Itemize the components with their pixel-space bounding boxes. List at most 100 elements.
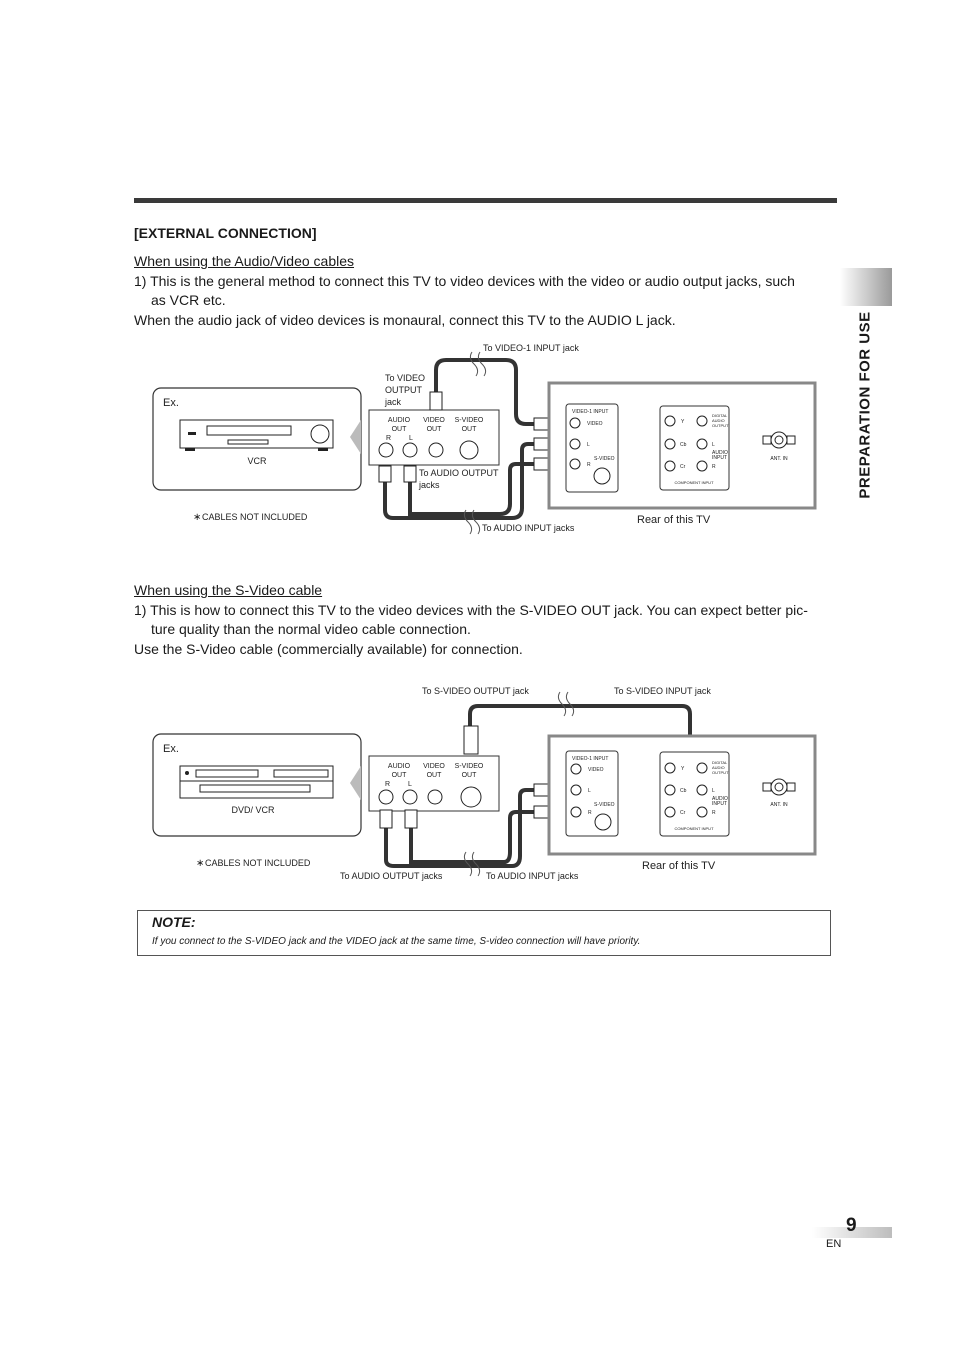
cable-break [463, 851, 481, 877]
note-text: If you connect to the S-VIDEO jack and t… [152, 936, 641, 947]
component-block [659, 405, 730, 491]
sv-diagram: Ex. DVD/ VCR AUDIO OUT VIDEO OUT S-VIDEO… [152, 686, 817, 881]
svg-text:Cr: Cr [680, 810, 686, 816]
svg-text:L: L [712, 788, 715, 794]
video-in-jack [569, 417, 581, 429]
video-out-label: VIDEO [423, 417, 445, 424]
svideo-out-label-2: OUT [462, 426, 478, 433]
svg-text:INPUT: INPUT [712, 801, 727, 807]
svg-text:VIDEO: VIDEO [423, 763, 445, 770]
page-number: 9 [846, 1215, 857, 1236]
to-video-output-label-1: To VIDEO [385, 373, 425, 383]
svg-text:AUDIO: AUDIO [712, 418, 725, 423]
dvdvcr-label: DVD/ VCR [231, 805, 275, 815]
ex-label: Ex. [163, 397, 179, 409]
av-subheading: When using the Audio/Video cables [134, 253, 355, 269]
antenna-connector [762, 778, 796, 796]
audio-r-in-jack [569, 458, 581, 470]
svideo-in-label: S-VIDEO [594, 456, 615, 462]
svg-text:DIGITAL: DIGITAL [712, 413, 728, 418]
svg-text:OUTPUT: OUTPUT [712, 770, 729, 775]
top-rule [134, 198, 837, 203]
to-video-output-label-2: OUTPUT [385, 385, 423, 395]
audio-l-in-label: L [587, 442, 590, 448]
svg-text:R: R [588, 810, 592, 816]
cable-break [557, 691, 575, 717]
sv-use-note: Use the S-Video cable (commercially avai… [134, 641, 523, 657]
sv-subheading: When using the S-Video cable [134, 582, 323, 598]
svg-text:ANT. IN: ANT. IN [770, 802, 788, 808]
svg-text:AUDIO: AUDIO [388, 763, 411, 770]
audio-r-jack [378, 442, 394, 458]
svg-text:AUDIO: AUDIO [712, 450, 728, 456]
to-audio-output-label: To AUDIO OUTPUT jacks [340, 871, 443, 881]
av-mono-note: When the audio jack of video devices is … [134, 312, 676, 328]
to-audio-output-label-1: To AUDIO OUTPUT [419, 468, 499, 478]
svideo-in-jack [593, 467, 611, 485]
to-video1-label: To VIDEO-1 INPUT jack [483, 343, 579, 353]
audio-r-in-label: R [587, 462, 591, 468]
sv-step1: 1) This is how to connect this TV to the… [134, 602, 808, 618]
svideo-out-jack [459, 440, 479, 460]
cables-not-included: CABLES NOT INCLUDED [205, 858, 311, 868]
asterisk-mark: ∗ [193, 512, 201, 523]
callout-arrow [350, 766, 361, 800]
audio-l-jack [402, 442, 418, 458]
rear-of-tv-label: Rear of this TV [637, 514, 711, 526]
ex-label: Ex. [163, 743, 179, 755]
l-label: L [409, 435, 413, 442]
svg-text:OUT: OUT [427, 772, 443, 779]
to-svideo-input-label: To S-VIDEO INPUT jack [614, 686, 711, 696]
ant-in-label: ANT. IN [770, 456, 788, 462]
audio-out-label-2: OUT [392, 426, 408, 433]
svg-text:DIGITAL: DIGITAL [712, 760, 728, 765]
svg-text:Y: Y [681, 419, 685, 425]
callout-arrow [350, 420, 361, 454]
note-title: NOTE: [152, 914, 196, 930]
rear-of-tv-label: Rear of this TV [642, 860, 716, 872]
to-audio-output-label-2: jacks [418, 480, 440, 490]
svg-text:INPUT: INPUT [712, 455, 727, 461]
svg-text:AUDIO: AUDIO [712, 765, 725, 770]
section-heading: [EXTERNAL CONNECTION] [134, 225, 317, 241]
vcr-label: VCR [247, 456, 267, 466]
video-out-jack [428, 442, 444, 458]
to-video-output-label-3: jack [384, 397, 402, 407]
audio-l-in-jack [569, 438, 581, 450]
video-in-label: VIDEO [587, 421, 603, 427]
cable-break [469, 351, 487, 377]
svg-text:VIDEO-1 INPUT: VIDEO-1 INPUT [572, 756, 608, 762]
video-out-label-2: OUT [427, 426, 443, 433]
sv-step1-cont: ture quality than the normal video cable… [151, 621, 471, 637]
av-plugs [378, 391, 549, 483]
svg-text:S-VIDEO: S-VIDEO [594, 802, 615, 808]
svg-text:R: R [385, 781, 390, 788]
svg-text:S-VIDEO: S-VIDEO [455, 763, 484, 770]
svg-text:Cb: Cb [680, 442, 687, 448]
note-box [137, 910, 831, 956]
svg-text:OUT: OUT [392, 772, 408, 779]
svg-text:AUDIO: AUDIO [712, 796, 728, 802]
cable-break [463, 509, 481, 535]
antenna-connector [762, 431, 796, 449]
to-audio-input-label: To AUDIO INPUT jacks [482, 523, 575, 533]
sv-cables [384, 704, 692, 868]
r-label: R [386, 435, 391, 442]
svg-text:Cr: Cr [680, 464, 686, 470]
component-input-label: COMPONENT INPUT [674, 480, 714, 485]
svg-text:Cb: Cb [680, 788, 687, 794]
svg-text:L: L [588, 788, 591, 794]
audio-out-label: AUDIO [388, 417, 411, 424]
cables-not-included: CABLES NOT INCLUDED [202, 512, 308, 522]
svg-text:Y: Y [681, 766, 685, 772]
vcr-icon [179, 419, 334, 451]
side-tab-marker [840, 268, 892, 306]
svg-text:R: R [712, 810, 716, 816]
to-audio-input-label: To AUDIO INPUT jacks [486, 871, 579, 881]
page-number-bar [812, 1227, 892, 1238]
svg-text:COMPONENT INPUT: COMPONENT INPUT [674, 826, 714, 831]
dvdvcr-icon [179, 765, 334, 799]
svg-text:R: R [712, 464, 716, 470]
language-code: EN [826, 1238, 842, 1250]
